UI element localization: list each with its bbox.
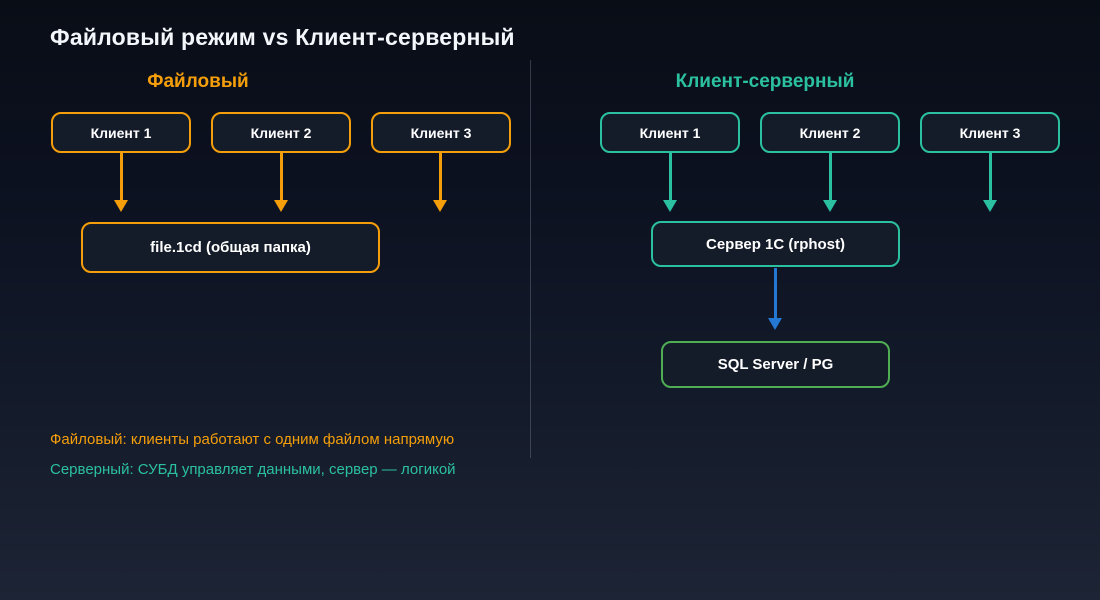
arrow-down-icon <box>663 153 677 212</box>
file-client-2-node: Клиент 2 <box>211 112 351 153</box>
section-divider <box>530 60 531 458</box>
file-mode-heading: Файловый <box>147 71 249 92</box>
client-server-heading: Клиент-серверный <box>675 71 855 92</box>
arrow-down-icon <box>768 268 782 330</box>
app-server-node: Сервер 1С (rphost) <box>651 221 900 267</box>
file-storage-node: file.1cd (общая папка) <box>81 222 380 273</box>
page-title: Файловый режим vs Клиент-серверный <box>50 24 515 50</box>
file-mode-caption: Файловый: клиенты работают с одним файло… <box>50 431 455 448</box>
arrow-down-icon <box>433 153 447 212</box>
arrow-down-icon <box>823 153 837 212</box>
arrow-down-icon <box>274 153 288 212</box>
cs-client-1-node: Клиент 1 <box>600 112 740 153</box>
file-client-1-node: Клиент 1 <box>51 112 191 153</box>
arrow-down-icon <box>983 153 997 212</box>
cs-client-2-node: Клиент 2 <box>760 112 900 153</box>
file-client-3-node: Клиент 3 <box>371 112 511 153</box>
database-node: SQL Server / PG <box>661 341 890 388</box>
arrow-down-icon <box>114 153 128 212</box>
cs-client-3-node: Клиент 3 <box>920 112 1060 153</box>
client-server-caption: Серверный: СУБД управляет данными, серве… <box>50 461 456 478</box>
